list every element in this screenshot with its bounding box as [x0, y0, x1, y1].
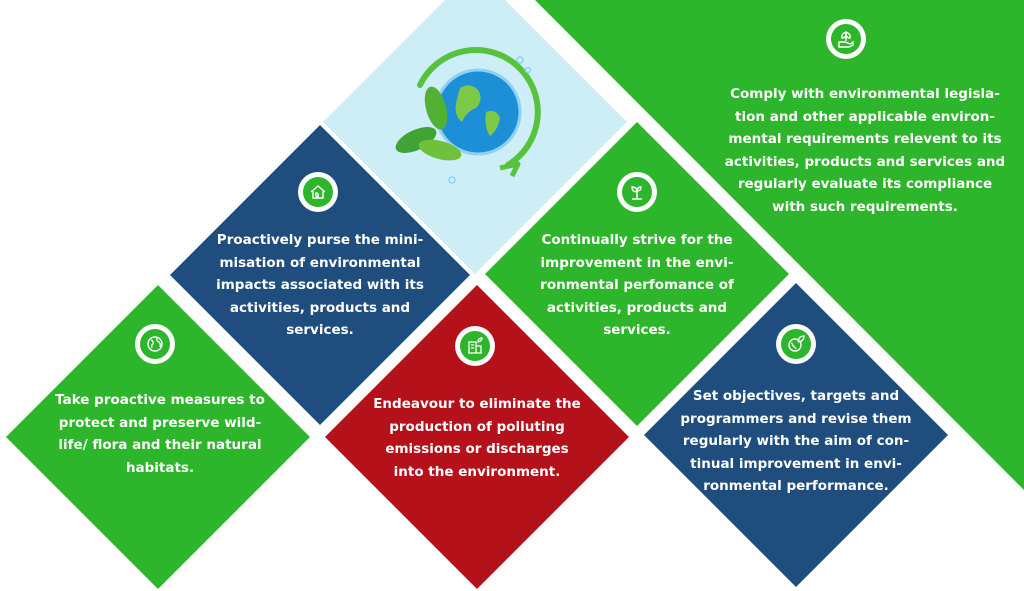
- hand-plant-icon: [826, 19, 866, 59]
- eco-planet-icon: [776, 324, 816, 364]
- policy-text-objectives: Set objectives, targets and programmers …: [680, 388, 912, 494]
- policy-text-minimisation: Proactively purse the mini- misation of …: [216, 232, 424, 338]
- policy-text-comply: Comply with environmental legisla- tion …: [724, 86, 1006, 215]
- shape-emissions: [325, 285, 629, 589]
- policy-text-wildlife: Take proactive measures to protect and p…: [55, 392, 265, 476]
- shape-objectives: [644, 283, 948, 587]
- shape-wildlife: [6, 285, 310, 589]
- eco-house-icon: [298, 172, 338, 212]
- shape-minimisation: [170, 125, 470, 425]
- shape-continual-strive: [485, 122, 789, 426]
- growth-plant-icon: [617, 172, 657, 212]
- shape-comply: [535, 0, 1024, 490]
- globe-with-leaves-icon: [395, 47, 541, 184]
- eco-building-icon: [455, 326, 495, 366]
- globe-icon: [135, 324, 175, 364]
- policy-text-continual-strive: Continually strive for the improvement i…: [540, 232, 734, 338]
- policy-text-emissions: Endeavour to eliminate the production of…: [373, 396, 581, 480]
